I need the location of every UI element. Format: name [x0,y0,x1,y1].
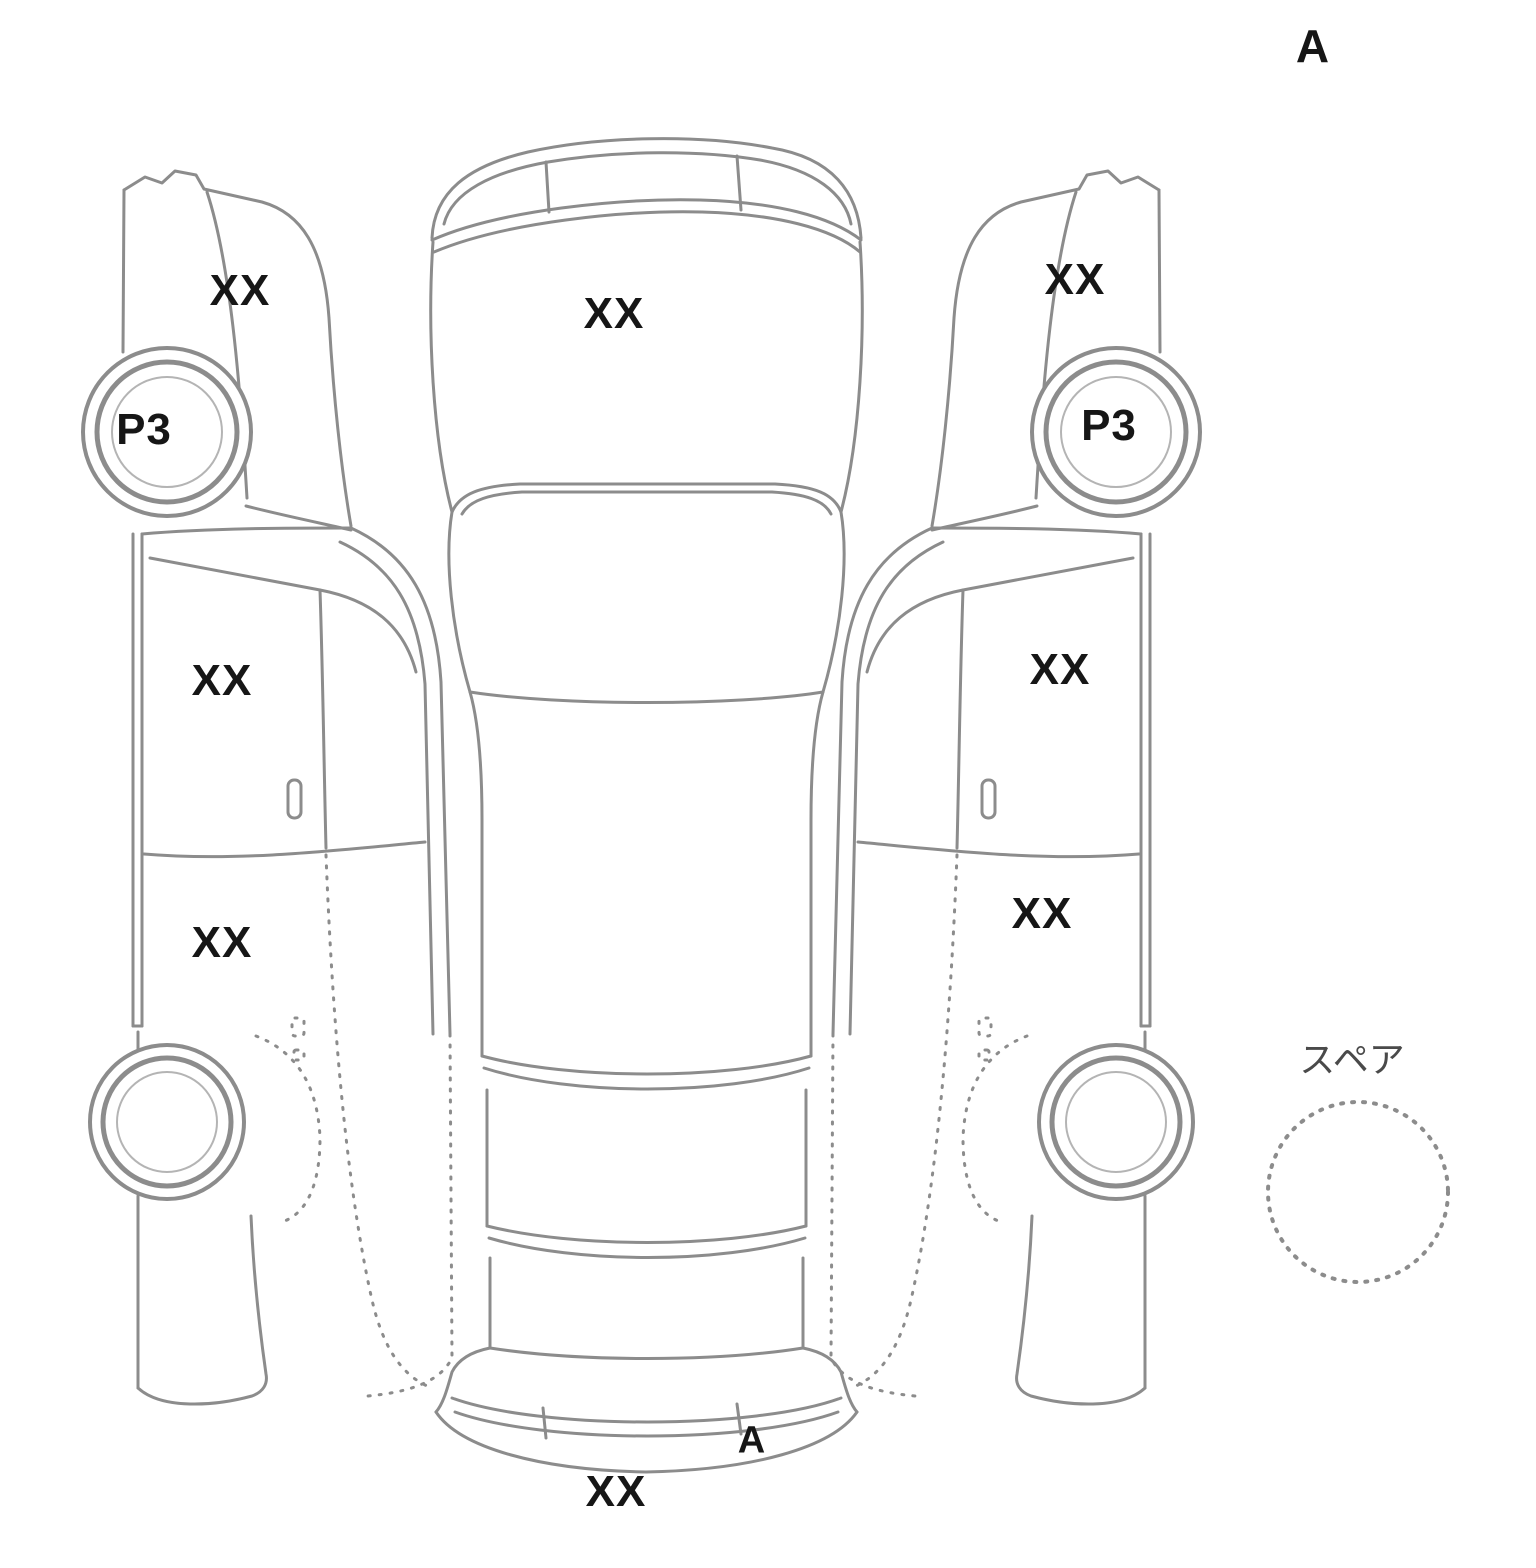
front-wheel [81,346,253,518]
right-front-fender-label: XX [1044,255,1106,304]
top-front-bumper [430,137,863,254]
top-hood [429,240,864,514]
hood-label: XX [583,289,645,338]
rear-wheel [88,1043,246,1201]
side-view-right [831,171,1200,1404]
spare-tire-label: スペア [1299,1039,1405,1080]
side-view-left [81,169,454,1406]
side-rear-fender [136,1030,268,1406]
top-rear-bumper [434,1346,859,1474]
left-rear-door-label: XX [191,918,253,967]
right-rear-door-label: XX [1011,889,1073,938]
spare-tire-circle [1266,1100,1450,1284]
top-view [429,137,864,1474]
rear-bumper-mark-label: XX [585,1467,647,1516]
rear-bumper-grade-label: A [737,1419,767,1462]
top-trunk [488,1256,805,1360]
left-front-fender-label: XX [209,266,271,315]
right-front-door-label: XX [1029,645,1091,694]
side-doors [142,556,427,859]
left-front-door-label: XX [191,656,253,705]
top-windshield [447,482,846,704]
side-rocker-sill [131,532,144,1028]
top-rear-window [485,1088,808,1259]
door-handle [286,778,303,820]
side-roofline [140,526,452,1036]
grade-corner-label: A [1295,20,1331,72]
side-hidden-lines [254,853,454,1398]
spare-tire [1266,1100,1450,1284]
left-front-wheel-label: P3 [116,405,172,454]
right-front-wheel-label: P3 [1081,401,1137,450]
top-roof [468,690,825,1091]
